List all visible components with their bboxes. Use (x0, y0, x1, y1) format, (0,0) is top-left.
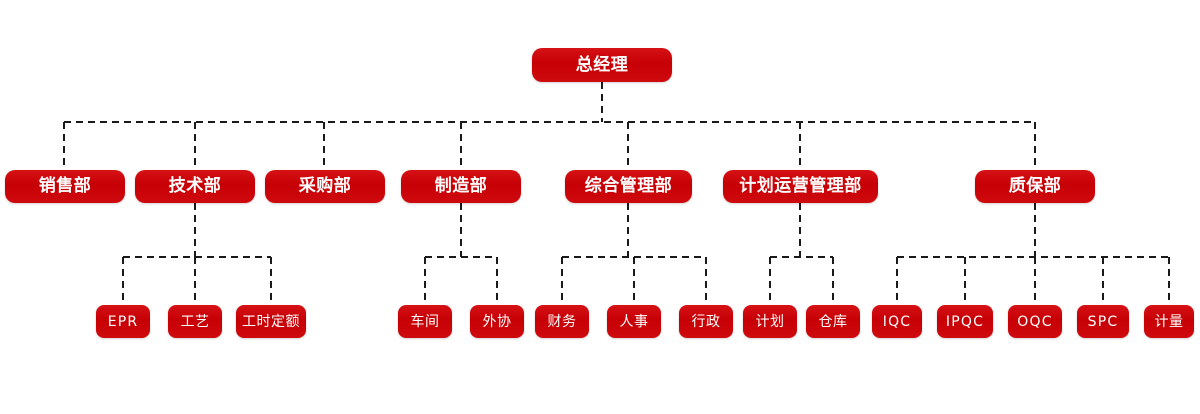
node-label-technology: 技术部 (168, 176, 222, 196)
node-label-oqc: OQC (1017, 313, 1053, 330)
node-label-ipqc: IPQC (945, 313, 985, 330)
node-epr[interactable]: EPR (96, 305, 150, 338)
node-label-spc: SPC (1087, 313, 1119, 330)
node-ipqc[interactable]: IPQC (937, 305, 993, 338)
node-finance[interactable]: 财务 (535, 305, 589, 338)
node-label-metrology: 计量 (1154, 313, 1184, 330)
node-label-warehouse: 仓库 (818, 313, 848, 330)
node-technology[interactable]: 技术部 (135, 170, 255, 203)
node-label-general-admin: 综合管理部 (584, 176, 673, 196)
node-label-outsourcing: 外协 (482, 313, 512, 330)
node-label-procurement: 采购部 (298, 176, 352, 196)
node-manufacturing[interactable]: 制造部 (401, 170, 521, 203)
node-label-administration: 行政 (691, 313, 721, 330)
node-label-labor-quota: 工时定额 (242, 313, 300, 330)
node-label-planning-ops: 计划运营管理部 (739, 176, 862, 196)
node-label-finance: 财务 (547, 313, 577, 330)
node-general-manager[interactable]: 总经理 (532, 48, 672, 82)
node-label-planning: 计划 (755, 313, 785, 330)
node-label-general-manager: 总经理 (575, 54, 629, 75)
node-outsourcing[interactable]: 外协 (470, 305, 524, 338)
node-procurement[interactable]: 采购部 (265, 170, 385, 203)
node-general-admin[interactable]: 综合管理部 (565, 170, 692, 203)
node-label-workshop: 车间 (410, 313, 440, 330)
node-sales[interactable]: 销售部 (5, 170, 125, 203)
node-label-iqc: IQC (882, 313, 912, 330)
node-process[interactable]: 工艺 (168, 305, 222, 338)
node-spc[interactable]: SPC (1077, 305, 1129, 338)
node-planning-ops[interactable]: 计划运营管理部 (723, 170, 878, 203)
node-label-quality: 质保部 (1008, 176, 1062, 196)
node-workshop[interactable]: 车间 (398, 305, 452, 338)
node-label-manufacturing: 制造部 (434, 176, 488, 196)
node-warehouse[interactable]: 仓库 (806, 305, 860, 338)
node-labor-quota[interactable]: 工时定额 (236, 305, 306, 338)
node-label-epr: EPR (107, 313, 139, 330)
node-label-sales: 销售部 (38, 176, 92, 196)
node-oqc[interactable]: OQC (1008, 305, 1062, 338)
node-planning[interactable]: 计划 (743, 305, 797, 338)
node-iqc[interactable]: IQC (872, 305, 922, 338)
node-hr[interactable]: 人事 (607, 305, 661, 338)
node-label-process: 工艺 (180, 313, 210, 330)
node-administration[interactable]: 行政 (679, 305, 733, 338)
node-label-hr: 人事 (619, 313, 649, 330)
node-quality[interactable]: 质保部 (975, 170, 1095, 203)
node-metrology[interactable]: 计量 (1144, 305, 1194, 338)
